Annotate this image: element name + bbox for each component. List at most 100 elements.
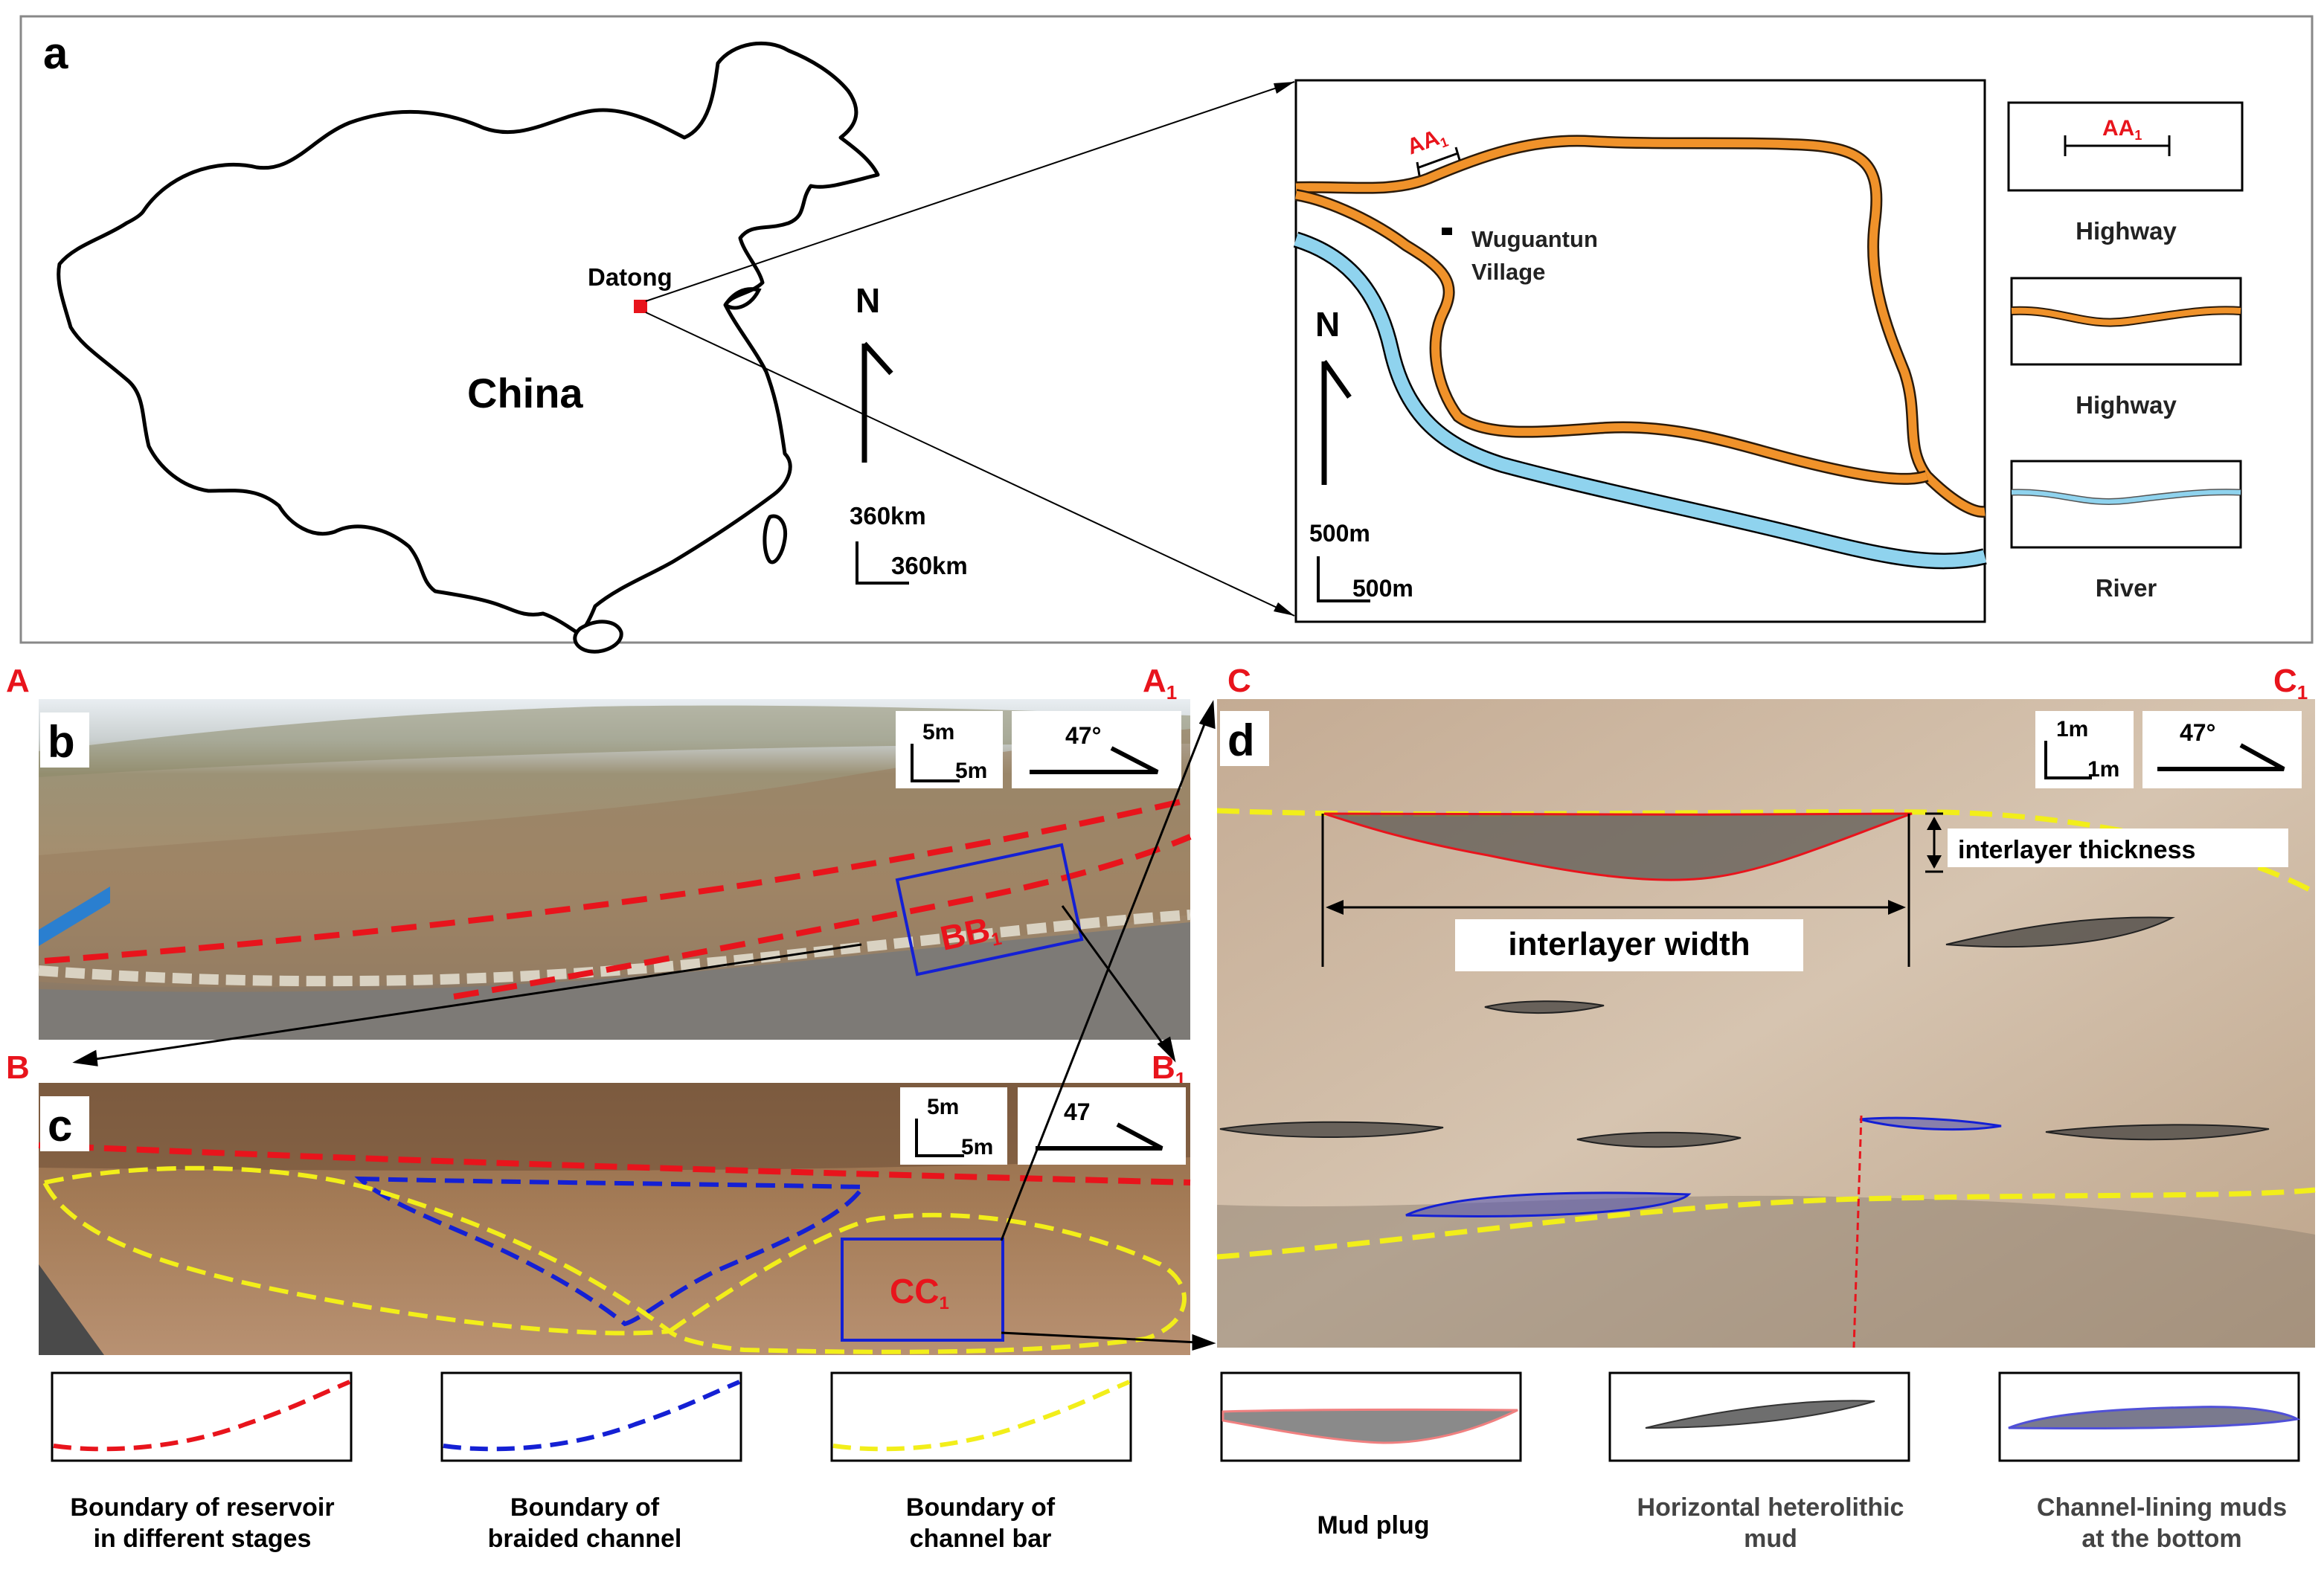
panel-d-channel-lining-mud [1859,1116,2002,1131]
panel-d-measuring-tape [1852,1115,1863,1348]
legend-label-section: Highway [2076,217,2177,245]
connector-bottom [645,312,1295,617]
legend-reservoir-symbol [53,1380,351,1452]
datong-marker [634,300,647,313]
inset-north-label: N [1315,305,1340,344]
panel-c-road [39,1264,104,1355]
panel-d-dip-symbol [2157,743,2285,771]
connector-top [645,81,1295,302]
legend-reservoir-line2: in different stages [94,1525,312,1553]
panel-c-scale-bottom: 5m [961,1135,993,1159]
panel-d-scale-top: 1m [2056,717,2088,741]
scale-bar-a [856,541,909,585]
panel-c-dip: 47 [1064,1098,1091,1125]
interlayer-thickness-label: interlayer thickness [1958,836,2195,864]
china-label: China [467,370,583,416]
panel-d-dip: 47° [2180,719,2215,746]
panel-d-channel-lining-mud [1405,1191,1692,1217]
panel-d-heterolithic-mud [2045,1124,2270,1141]
panel-d-label: d [1227,715,1255,765]
legend-channel-lining-line2: at the bottom [2081,1525,2241,1553]
panel-d-scale-box [2035,711,2134,788]
panel-c-dip-box [1018,1087,1186,1165]
legend-mud-plug-symbol [1222,1408,1518,1444]
scale-a-top: 360km [850,502,926,530]
legend-channel-lining-symbol [2008,1406,2301,1429]
panel-c-boundary-red [38,1142,1191,1185]
datong-label: Datong [588,263,673,291]
panel-c-box-label: CC1 [890,1272,949,1313]
inset-north-arrow [1321,359,1352,485]
panel-c-label: c [48,1101,72,1151]
inset-scale-top: 500m [1309,520,1370,547]
panel-b-outcrop [39,729,1190,988]
panel-d-heterolithic-mud [1945,916,2175,948]
panel-c-corner-left: B [6,1049,30,1086]
panel-links [72,700,1216,1351]
connector-bottom-arrow [1274,602,1294,616]
legend-label-river: River [2096,574,2157,602]
legend-highway-symbol [2011,307,2241,326]
scale-a-bottom: 360km [891,552,968,579]
legend-channel-bar-line1: Boundary of [906,1493,1056,1522]
panel-c: B B1 CC1 c 5m 5m 47 [6,1049,1191,1355]
aa1-section-line [1416,152,1459,170]
village-marker [1442,228,1452,235]
legend-river-symbol [2011,489,2241,504]
panel-d-heterolithic-mud [1576,1131,1742,1148]
interlayer-width-label: interlayer width [1508,926,1750,962]
legend-box-braided [440,1371,742,1462]
inset-map: AA1 Wuguantun Village N 500m 500m [1293,79,1987,623]
legend-channel-bar-line2: channel bar [910,1525,1052,1553]
panel-c-cc1-box [841,1238,1004,1342]
panel-b-scale-bottom: 5m [955,759,987,783]
legend-braided-line2: braided channel [488,1525,682,1553]
panel-d-dip-box [2142,711,2302,788]
panel-b-scale-top: 5m [922,720,954,744]
panel-b-corner-left: A [6,663,30,699]
legend-section-symbol: AA1 [2102,116,2142,143]
panel-b-blue-object [39,887,110,946]
legend-heterolithic-line2: mud [1744,1525,1797,1553]
panel-d-heterolithic-mud [1219,1121,1444,1139]
panel-b-dip-box [1012,711,1181,788]
panel-c-dip-symbol [1036,1122,1163,1151]
legend-heterolithic-symbol [1645,1400,1875,1429]
panel-d-mud-plug [1323,812,1913,881]
north-label: N [856,281,880,320]
legend-heterolithic-line1: Horizontal heterolithic [1637,1493,1904,1522]
north-arrow [861,341,893,463]
map-legend: AA1 Highway Highway River [2007,101,2244,602]
panel-b-bb1-box [895,843,1084,977]
panel-a-label: a [43,28,68,78]
panel-b-fence [38,910,1191,987]
bottom-legend: Boundary of reservoir in different stage… [51,1371,2301,1553]
legend-braided-symbol [443,1380,741,1452]
panel-c-braided-channel [354,1176,867,1327]
legend-reservoir-line1: Boundary of reservoir [70,1493,334,1522]
legend-channel-bar-symbol [832,1380,1131,1452]
panel-b: A A1 BB1 b 5m 5m 47° [6,663,1192,1040]
panel-b-corner-right: A1 [1143,663,1177,704]
legend-box-river [2010,460,2242,549]
river-fill [1294,233,1987,567]
panel-b-label: b [48,717,75,767]
panel-d-heterolithic-mud [1484,1000,1605,1014]
legend-channel-lining-line1: Channel-lining muds [2037,1493,2287,1522]
village-name-line1: Wuguantun [1471,226,1598,252]
panel-a: a China Datong N 360km 360km [19,15,2314,654]
connector-top-arrow [1274,82,1294,94]
panel-b-boundary-upper [44,797,1191,964]
liaodong-coast [723,287,762,310]
panel-d-corner-right: C1 [2273,663,2308,704]
panel-b-dip: 47° [1065,722,1101,749]
village-name-line2: Village [1471,259,1545,285]
interlayer-width-box [1455,919,1803,971]
panel-c-scale-top: 5m [927,1095,959,1119]
legend-box-reservoir [51,1371,353,1462]
interlayer-thickness-box [1948,829,2288,867]
legend-braided-line1: Boundary of [510,1493,660,1522]
legend-label-highway: Highway [2076,391,2177,419]
hainan-island [573,620,623,654]
